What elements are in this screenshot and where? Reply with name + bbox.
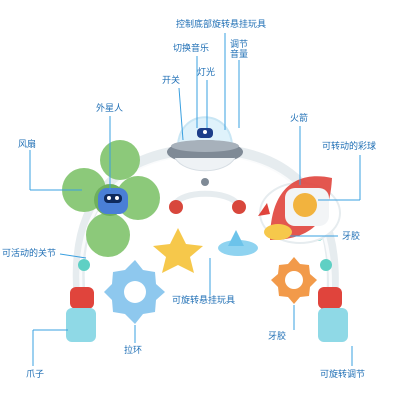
ufo-hook [201,178,209,186]
label-rocket: 火箭 [290,114,309,124]
alien-eye-dot-left [107,196,111,200]
leader-joint [59,253,87,259]
star-toy [153,228,203,273]
label-lights: 灯光 [197,68,216,78]
label-fan: 风扇 [18,140,37,150]
label-adjust-volume: 调节 音量 [230,40,249,60]
plane-wing [228,230,244,246]
hanging-ball-left [169,200,183,214]
plane-toy [218,240,258,256]
hanging-ball-right [232,200,246,214]
claw-left-body [66,308,96,342]
alien-eye [104,194,122,203]
teether-right [264,224,292,240]
ring-hole [124,281,146,303]
leader-power [178,87,184,141]
label-rotating-ball: 可转动的彩球 [322,142,377,152]
label-bottom-rotate-control: 控制底部旋转悬挂玩具 [176,20,267,30]
joint-right-lower [320,259,332,271]
label-teether-right: 牙胶 [342,232,361,242]
label-ring: 拉环 [124,346,143,356]
leader-lines [29,33,361,366]
alien-eye-dot-right [115,196,119,200]
joint-left-lower [78,259,90,271]
label-teether-bottom: 牙胶 [268,332,287,342]
claw-right-body [318,308,348,342]
label-movable-joint: 可活动的关节 [2,249,57,259]
label-switch-music: 切换音乐 [173,44,210,54]
label-rotating-pendant: 可旋转悬挂玩具 [172,296,236,306]
label-rotating-adjust: 可旋转调节 [320,370,366,380]
ufo-bottom [174,157,236,172]
claw-left-top [70,287,94,309]
label-power-switch: 开关 [162,76,181,86]
teether-bottom-hole [285,271,303,289]
label-alien: 外星人 [96,104,124,114]
ufo-top-rim [171,140,239,152]
mobile-arm [172,190,241,207]
claw-right-top [318,287,342,309]
ufo-light [203,130,207,134]
label-claw: 爪子 [26,370,45,380]
